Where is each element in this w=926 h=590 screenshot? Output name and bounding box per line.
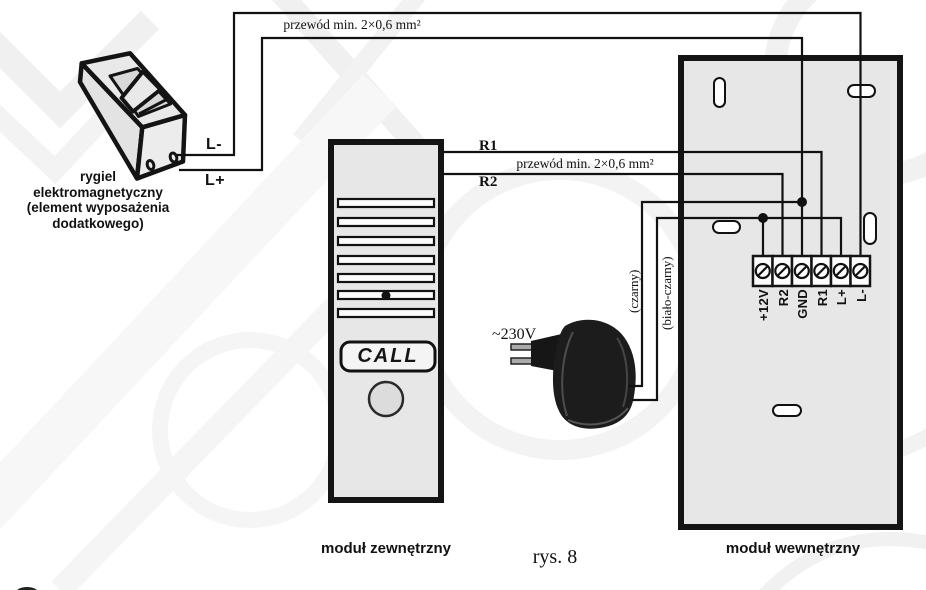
wire-adapter-black bbox=[628, 200, 802, 388]
mounting-hole bbox=[772, 404, 802, 417]
wire-label-r1: R1 bbox=[479, 138, 498, 154]
speaker-grille bbox=[336, 197, 436, 319]
junction-dot bbox=[797, 197, 807, 207]
junction-dot bbox=[758, 213, 768, 223]
lock-wire-label-lplus: L+ bbox=[205, 172, 226, 189]
adapter-body bbox=[552, 319, 636, 429]
wire-label-r2: R2 bbox=[479, 174, 498, 190]
terminal-screw-icons bbox=[754, 262, 869, 280]
mounting-hole bbox=[713, 77, 726, 108]
lock-caption-line: elektromagnetyczny bbox=[33, 184, 163, 200]
wire-entry-hole bbox=[145, 159, 156, 171]
lock-caption-line: rygiel bbox=[79, 169, 117, 184]
internal-module-panel bbox=[678, 55, 903, 530]
wire-gauge-note-mid: przewód min. 2×0,6 mm² bbox=[516, 156, 654, 171]
lock-caption-line: (element wyposażenia bbox=[26, 200, 170, 215]
wire-lminus bbox=[177, 11, 862, 258]
adapter-wire-label-white-black: (biało-czarny) bbox=[659, 256, 674, 330]
terminal-label-gnd: GND bbox=[795, 289, 810, 319]
lock-wire-label-lminus: L- bbox=[206, 136, 223, 153]
microphone-hole bbox=[381, 291, 391, 300]
terminal-label-lminus: L- bbox=[853, 289, 869, 302]
internal-module-caption: moduł wewnętrzny bbox=[725, 540, 861, 557]
call-button-outline bbox=[339, 340, 437, 373]
wire-gauge-note-top: przewód min. 2×0,6 mm² bbox=[283, 17, 421, 32]
corner-mark bbox=[17, 587, 37, 590]
lock-caption: rygiel elektromagnetyczny (element wypos… bbox=[2, 169, 194, 231]
bolt-latch bbox=[119, 69, 163, 114]
wire-r1 bbox=[444, 150, 823, 258]
call-button: CALL bbox=[357, 345, 419, 367]
electromagnetic-bolt-drawing bbox=[77, 51, 188, 181]
mounting-hole bbox=[712, 220, 741, 234]
wire-adapter-whiteblack bbox=[632, 216, 843, 402]
terminal-label-r2: R2 bbox=[775, 289, 791, 307]
figure-caption: rys. 8 bbox=[532, 546, 578, 568]
wire-lplus-gnd bbox=[179, 36, 804, 258]
mains-voltage-label: ~230V bbox=[492, 326, 537, 343]
external-module-panel bbox=[328, 139, 444, 503]
terminal-label-12v: +12V bbox=[756, 289, 771, 321]
terminal-label-lplus: L+ bbox=[834, 289, 849, 306]
adapter-wire-label-black: (czarny) bbox=[626, 269, 641, 313]
wire-r2 bbox=[444, 172, 784, 258]
terminal-label-r1: R1 bbox=[814, 289, 830, 307]
power-adapter-drawing bbox=[510, 319, 636, 429]
mounting-hole bbox=[863, 212, 877, 245]
lock-caption-line: dodatkowego) bbox=[52, 215, 144, 231]
terminal-block bbox=[751, 254, 872, 288]
wire-entry-hole bbox=[168, 151, 179, 164]
external-module-caption: moduł zewnętrzny bbox=[320, 540, 451, 557]
round-button bbox=[367, 380, 405, 418]
wiring bbox=[177, 11, 862, 402]
